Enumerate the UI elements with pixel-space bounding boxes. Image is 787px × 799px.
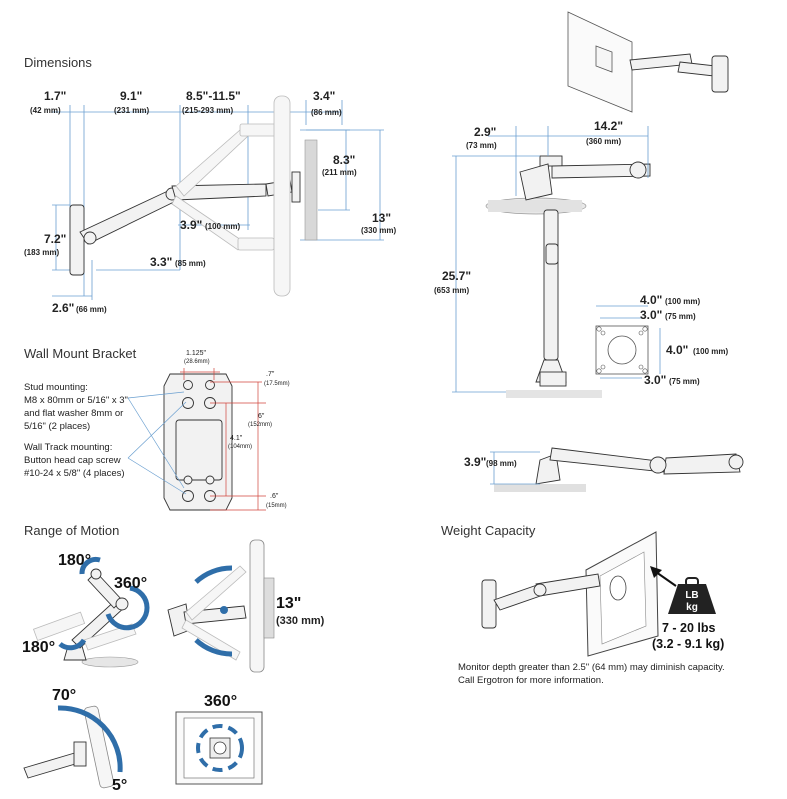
bracket-h6-mm: (152mm) (248, 422, 272, 428)
track-line-3: #10-24 x 5/8" (4 places) (24, 468, 125, 479)
dim-3-9-top-mm: (98 mm) (486, 459, 517, 468)
weight-range-lbs: 7 - 20 lbs (662, 621, 716, 635)
weight-range-kg: (3.2 - 9.1 kg) (652, 637, 724, 651)
bracket-h6: 6" (258, 413, 265, 420)
bracket-h41: 4.1" (230, 435, 243, 442)
motion-5: 5° (112, 777, 127, 794)
dim-8-5-11-5: 8.5"-11.5" (186, 89, 241, 103)
dim-8-5-11-5-mm: (215-293 mm) (182, 106, 233, 115)
heading-wall-mount-bracket: Wall Mount Bracket (24, 346, 137, 361)
dim-3-9: 3.9" (180, 218, 202, 232)
dim-7-2-mm: (183 mm) (24, 248, 59, 257)
vesa-w100-mm: (100 mm) (665, 297, 700, 306)
vesa-w100: 4.0" (640, 293, 662, 307)
dim-14-2: 14.2" (594, 119, 623, 133)
vesa-w75: 3.0" (640, 308, 662, 322)
dim-9-1: 9.1" (120, 89, 142, 103)
dim-14-2-mm: (360 mm) (586, 137, 621, 146)
bracket-top: .7" (266, 371, 275, 378)
motion-13-mm: (330 mm) (276, 615, 325, 627)
motion-360-a: 360° (114, 575, 147, 592)
vesa-h100: 4.0" (666, 343, 688, 357)
dim-25-7: 25.7" (442, 269, 471, 283)
bracket-h41-mm: (104mm) (228, 444, 252, 450)
dim-3-9-mm: (100 mm) (205, 222, 240, 231)
dim-7-2: 7.2" (44, 232, 66, 246)
track-line-2: Button head cap screw (24, 455, 121, 466)
dim-3-4-mm: (86 mm) (311, 108, 342, 117)
dim-8-3: 8.3" (333, 153, 355, 167)
dim-3-9-top: 3.9" (464, 455, 486, 469)
stud-line-3: and flat washer 8mm or (24, 408, 123, 419)
stud-line-1: Stud mounting: (24, 382, 88, 393)
dim-13-mm: (330 mm) (361, 226, 396, 235)
bracket-bot: .6" (270, 493, 279, 500)
side-view-drawing (52, 95, 384, 300)
dim-3-3: 3.3" (150, 255, 172, 269)
heading-dimensions: Dimensions (24, 55, 92, 70)
top-view-drawing (452, 11, 744, 492)
dim-2-6-mm: (66 mm) (76, 305, 107, 314)
motion-height-drawing (167, 539, 275, 673)
dim-2-6: 2.6" (52, 301, 74, 315)
dim-3-4: 3.4" (313, 89, 335, 103)
vesa-w75-mm: (75 mm) (665, 312, 696, 321)
motion-180-bottom: 180° (22, 639, 55, 656)
dim-1-7: 1.7" (44, 89, 66, 103)
weight-note-line-1: Monitor depth greater than 2.5" (64 mm) … (458, 662, 725, 673)
bracket-drawing (127, 368, 266, 511)
motion-tilt-drawing (23, 705, 123, 789)
dim-8-3-mm: (211 mm) (322, 168, 357, 177)
track-mounting-note: Wall Track mounting: Button head cap scr… (24, 442, 125, 479)
stud-mounting-note: Stud mounting: M8 x 80mm or 5/16" x 3" a… (24, 382, 128, 432)
bracket-w-mm: (28.6mm) (184, 359, 210, 365)
motion-13: 13" (276, 595, 301, 612)
heading-weight-capacity: Weight Capacity (441, 523, 536, 538)
vesa-h75: 3.0" (644, 373, 666, 387)
dim-1-7-mm: (42 mm) (30, 106, 61, 115)
dim-9-1-mm: (231 mm) (114, 106, 149, 115)
dim-2-9: 2.9" (474, 125, 496, 139)
dim-13: 13" (372, 211, 391, 225)
motion-swivel-drawing (33, 556, 150, 668)
motion-70: 70° (52, 687, 76, 704)
dim-2-9-mm: (73 mm) (466, 141, 497, 150)
stud-line-2: M8 x 80mm or 5/16" x 3" (24, 395, 128, 406)
motion-360-b: 360° (204, 693, 237, 710)
dim-3-3-mm: (85 mm) (175, 259, 206, 268)
vesa-h75-mm: (75 mm) (669, 377, 700, 386)
weight-drawing (481, 531, 716, 657)
vesa-h100-mm: (100 mm) (693, 347, 728, 356)
heading-range-of-motion: Range of Motion (24, 523, 119, 538)
track-line-1: Wall Track mounting: (24, 442, 112, 453)
dim-25-7-mm: (653 mm) (434, 286, 469, 295)
stud-line-4: 5/16" (2 places) (24, 421, 90, 432)
motion-rotate-drawing (175, 711, 263, 785)
weight-note-line-2: Call Ergotron for more information. (458, 675, 604, 686)
weight-badge-lb: LB (685, 590, 698, 601)
bracket-top-mm: (17.5mm) (264, 381, 290, 387)
weight-badge-kg: kg (686, 602, 698, 613)
bracket-bot-mm: (15mm) (266, 503, 287, 509)
motion-180-top: 180° (58, 552, 91, 569)
bracket-w: 1.125" (186, 350, 207, 357)
